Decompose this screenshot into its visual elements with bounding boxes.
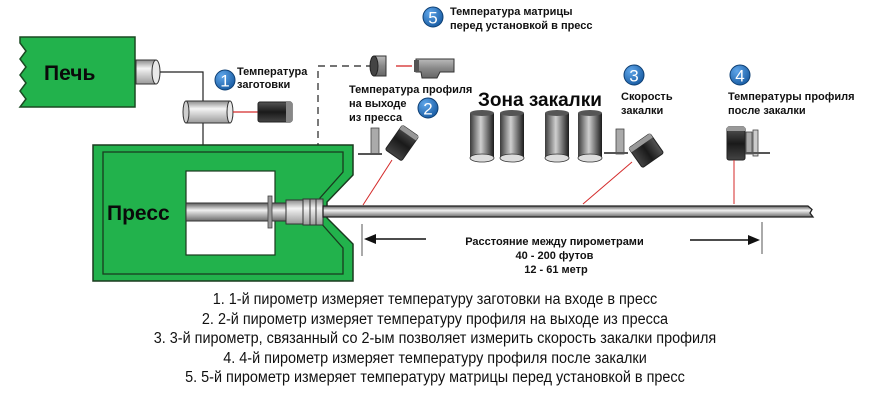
note-item: 5. 5-й пирометр измеряет температуру мат… <box>185 369 685 386</box>
distance-dimension: Расстояние между пирометрами 40 - 200 фу… <box>361 222 763 276</box>
die-cylinder <box>369 55 387 77</box>
furnace-label: Печь <box>44 62 95 85</box>
quench-zone-label: Зона закалки <box>478 90 602 111</box>
distance-title: Расстояние между пирометрами <box>465 236 644 248</box>
pyrometer-5 <box>414 58 455 79</box>
extruded-profile <box>322 205 815 218</box>
badge-3: 3 <box>623 64 645 86</box>
badge-4: 4 <box>729 64 751 86</box>
billet-cylinder <box>182 100 234 124</box>
quench-roll <box>544 110 570 163</box>
notes-list: 1. 1-й пирометр измеряет температуру заг… <box>30 290 839 388</box>
pyrometer-3-label: Скорость закалки <box>621 91 676 117</box>
furnace: Печь <box>18 36 136 108</box>
pyrometer-4 <box>726 126 770 161</box>
note-item: 2. 2-й пирометр измеряет температуру про… <box>201 310 669 328</box>
quench-rolls <box>469 110 603 163</box>
press-label: Пресс <box>107 202 170 225</box>
pyrometer-1-label: Температура заготовки <box>237 66 310 91</box>
die-path-dashed <box>317 65 373 195</box>
note-item: 4. 4-й пирометр измеряет температуру про… <box>223 349 647 367</box>
laser-beam-3 <box>582 161 633 205</box>
svg-text:3: 3 <box>629 67 638 86</box>
note-item: 3. 3-й пирометр, связанный со 2-ым позво… <box>153 330 717 347</box>
arrow-right-icon <box>748 235 760 245</box>
pyrometer-2 <box>358 124 419 161</box>
pyrometer-1 <box>257 101 293 123</box>
distance-meters: 12 - 61 метр <box>524 264 588 276</box>
laser-beam-2 <box>362 159 393 206</box>
quench-roll <box>469 110 495 163</box>
svg-text:4: 4 <box>735 67 744 86</box>
pyrometer-3 <box>604 128 664 168</box>
svg-text:Расстояние между пирометрами: Расстояние между пирометрами 40 - 200 фу… <box>465 236 647 276</box>
ram <box>185 195 324 229</box>
svg-text:2: 2 <box>423 100 432 119</box>
arrow-left-icon <box>364 234 376 244</box>
pyrometer-4-label: Температуры профиля после закалки <box>728 91 858 117</box>
quench-roll <box>499 110 525 163</box>
svg-text:1: 1 <box>220 72 229 91</box>
svg-text:5: 5 <box>428 9 437 28</box>
badge-5: 5 <box>422 6 444 28</box>
note-item: 1. 1-й пирометр измеряет температуру заг… <box>212 291 658 308</box>
quench-roll <box>577 110 603 163</box>
badge-2: 2 <box>417 97 439 119</box>
pyrometer-2-label: Температура профиля на выходе из пресса <box>349 84 475 124</box>
badge-1: 1 <box>214 69 236 91</box>
distance-feet: 40 - 200 футов <box>516 250 594 262</box>
pyrometer-5-label: Температура матрицы перед установкой в п… <box>450 6 593 32</box>
furnace-outlet-cylinder <box>135 59 161 85</box>
